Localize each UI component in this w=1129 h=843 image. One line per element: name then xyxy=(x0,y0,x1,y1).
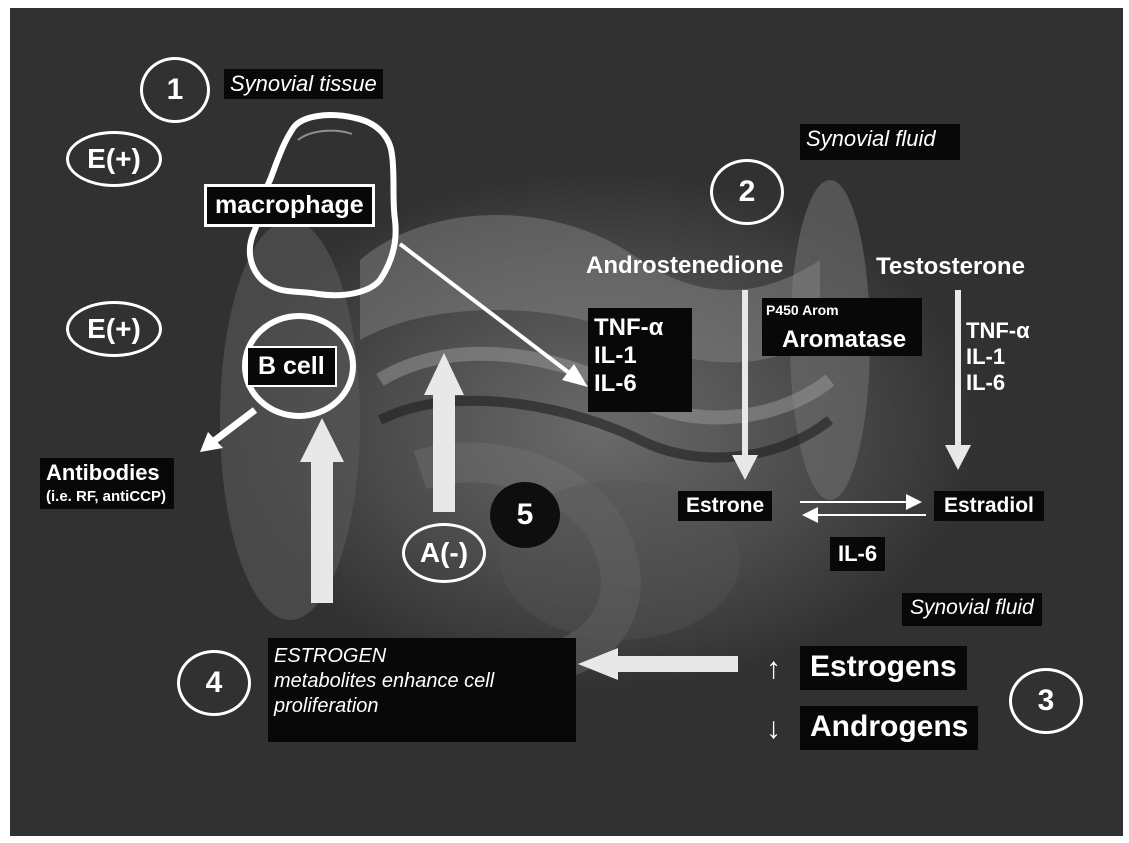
cytokine-left-il6: IL-6 xyxy=(594,370,686,398)
step-1-circle: 1 xyxy=(140,57,210,123)
step-1-number: 1 xyxy=(167,73,184,107)
estrogen-note-line2: metabolites enhance cell xyxy=(274,669,570,694)
e-plus-top-label: E(+) xyxy=(87,143,141,175)
cytokines-right-group: TNF-α IL-1 IL-6 xyxy=(966,318,1030,396)
antibodies-label: Antibodies xyxy=(46,460,166,486)
step-4-number: 4 xyxy=(206,666,223,700)
cytokine-right-il6: IL-6 xyxy=(966,370,1030,396)
step-3-circle: 3 xyxy=(1009,668,1083,734)
step-5-circle: 5 xyxy=(490,482,560,548)
step-4-circle: 4 xyxy=(177,650,251,716)
estradiol-label: Estradiol xyxy=(934,491,1044,521)
antibodies-note: (i.e. RF, antiCCP) xyxy=(46,488,166,505)
androgens-label: Androgens xyxy=(800,706,978,750)
p450-arom-label: P450 Arom xyxy=(766,302,839,318)
estrogen-note-line1: ESTROGEN xyxy=(274,644,570,669)
estrogens-label: Estrogens xyxy=(800,646,967,690)
androstenedione-label: Androstenedione xyxy=(586,252,783,280)
e-plus-mid-label: E(+) xyxy=(87,313,141,345)
b-cell-label: B cell xyxy=(246,346,337,387)
step-3-number: 3 xyxy=(1038,684,1055,718)
cytokine-right-il1: IL-1 xyxy=(966,344,1030,370)
e-plus-top-oval: E(+) xyxy=(66,131,162,187)
androgens-down-arrow-icon: ↓ xyxy=(766,712,781,746)
testosterone-label: Testosterone xyxy=(876,253,1025,281)
step-2-circle: 2 xyxy=(710,159,784,225)
aromatase-label: Aromatase xyxy=(782,326,906,354)
antibodies-box: Antibodies (i.e. RF, antiCCP) xyxy=(40,458,174,509)
estrogens-up-arrow-icon: ↑ xyxy=(766,652,781,686)
e-plus-mid-oval: E(+) xyxy=(66,301,162,357)
step-2-number: 2 xyxy=(739,175,756,209)
cytokine-left-tnf: TNF-α xyxy=(594,314,686,342)
knee-mri-texture xyxy=(220,170,980,690)
synovial-fluid-bottom-label: Synovial fluid xyxy=(902,593,1042,626)
synovial-fluid-top-label: Synovial fluid xyxy=(800,124,960,160)
estrone-label: Estrone xyxy=(678,491,772,521)
step-5-number: 5 xyxy=(517,498,534,532)
macrophage-label: macrophage xyxy=(204,184,375,227)
cytokines-left-box: TNF-α IL-1 IL-6 xyxy=(588,308,692,412)
a-minus-label: A(-) xyxy=(420,537,468,569)
cytokine-left-il1: IL-1 xyxy=(594,342,686,370)
cytokine-right-tnf: TNF-α xyxy=(966,318,1030,344)
synovial-tissue-label: Synovial tissue xyxy=(224,69,383,99)
il6-bottom-label: IL-6 xyxy=(830,537,885,571)
estrogen-metabolites-box: ESTROGEN metabolites enhance cell prolif… xyxy=(268,638,576,742)
estrogen-note-line3: proliferation xyxy=(274,694,570,719)
a-minus-oval: A(-) xyxy=(402,523,486,583)
